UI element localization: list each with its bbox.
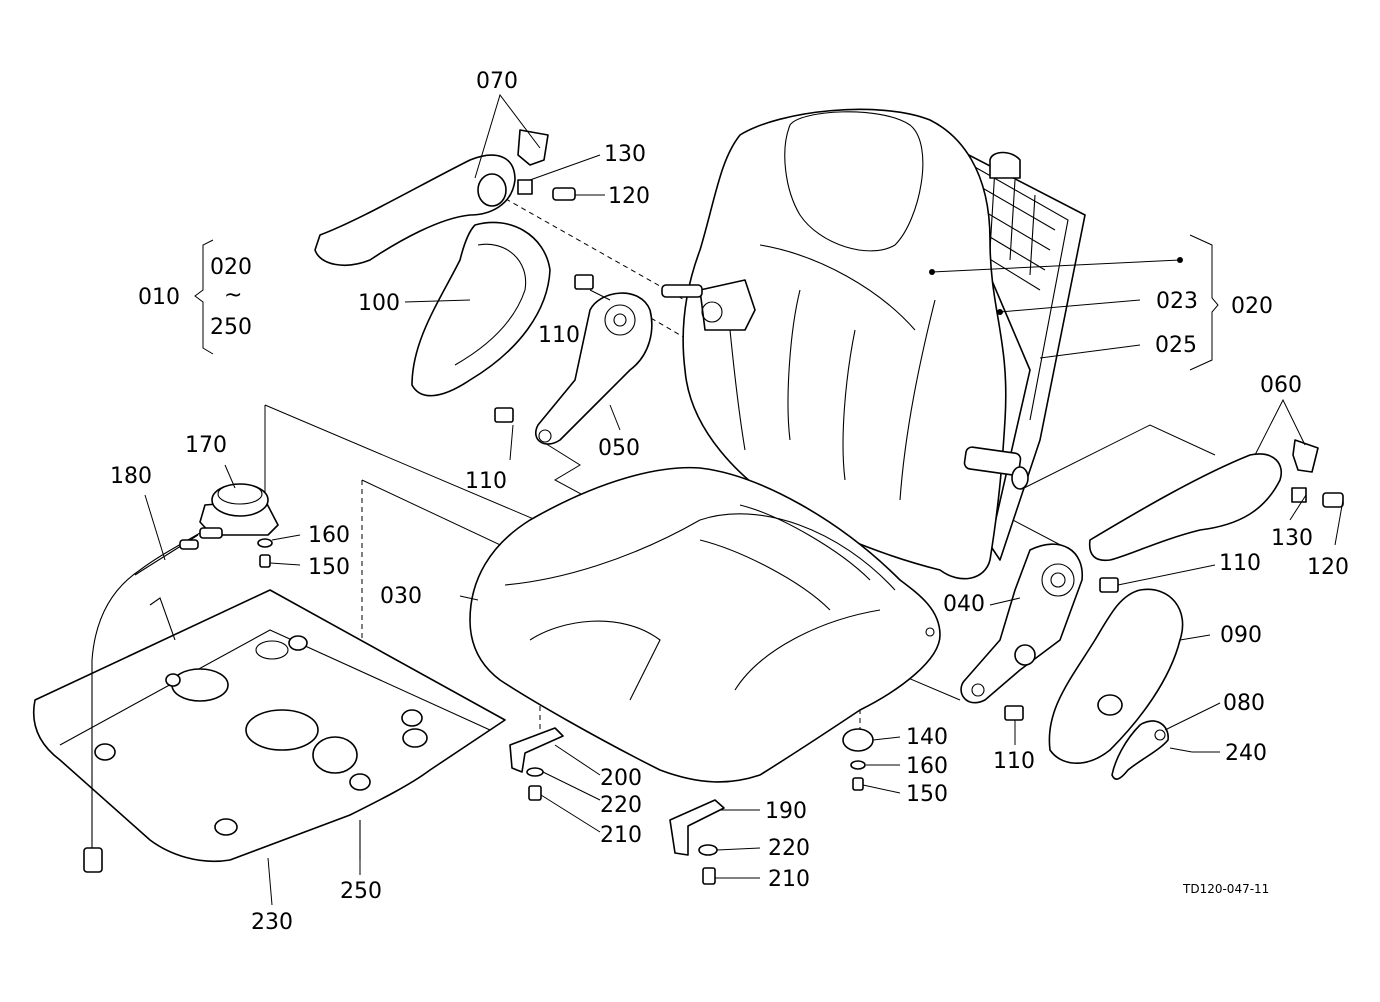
right-armrest [1088, 439, 1319, 562]
label-210: 210 [600, 823, 642, 848]
label-190: 190 [765, 799, 807, 824]
label-180: 180 [110, 464, 152, 489]
left-armrest [314, 129, 549, 266]
label-tilde: ~ [224, 283, 242, 308]
label-150-right: 150 [906, 782, 948, 807]
seat-back [661, 108, 1183, 580]
label-130: 130 [604, 142, 646, 167]
label-010: 010 [138, 285, 180, 310]
left-side-cover [411, 221, 551, 397]
label-080: 080 [1223, 691, 1265, 716]
label-240: 240 [1225, 741, 1267, 766]
label-150: 150 [308, 555, 350, 580]
label-160-right: 160 [906, 754, 948, 779]
label-110-right: 110 [1219, 551, 1261, 576]
label-170: 170 [185, 433, 227, 458]
label-250-range-end: 250 [210, 315, 252, 340]
label-220: 220 [600, 793, 642, 818]
label-210-lower: 210 [768, 867, 810, 892]
right-side-cover [1048, 588, 1184, 764]
label-120: 120 [608, 184, 650, 209]
left-hinge-bracket [535, 292, 653, 445]
label-060: 060 [1260, 373, 1302, 398]
label-100: 100 [358, 291, 400, 316]
label-020-range-start: 020 [210, 255, 252, 280]
label-040: 040 [943, 592, 985, 617]
label-250: 250 [340, 879, 382, 904]
seat-cushion [469, 466, 941, 783]
label-220-lower: 220 [768, 836, 810, 861]
leader-lines [144, 93, 1344, 906]
label-200: 200 [600, 766, 642, 791]
label-230: 230 [251, 910, 293, 935]
label-110-lower: 110 [465, 469, 507, 494]
label-120-right: 120 [1307, 555, 1349, 580]
label-025: 025 [1155, 333, 1197, 358]
label-140: 140 [906, 725, 948, 750]
part-labels: 070 130 120 020 010 ~ 250 100 110 110 05… [110, 69, 1349, 935]
label-020: 020 [1231, 294, 1273, 319]
label-030: 030 [380, 584, 422, 609]
label-110-bottom: 110 [993, 749, 1035, 774]
label-050: 050 [598, 436, 640, 461]
seat-base-pan [33, 589, 506, 863]
hardware-fasteners [257, 179, 1344, 885]
label-130-right: 130 [1271, 526, 1313, 551]
recline-lever [1111, 720, 1169, 780]
right-hinge-bracket [960, 543, 1083, 704]
label-110-upper: 110 [538, 323, 580, 348]
diagram-code: TD120-047-11 [1182, 882, 1269, 896]
label-023: 023 [1156, 289, 1198, 314]
wire-harness [83, 527, 223, 873]
label-070: 070 [476, 69, 518, 94]
seat-switch [199, 483, 279, 536]
label-160: 160 [308, 523, 350, 548]
label-090: 090 [1220, 623, 1262, 648]
